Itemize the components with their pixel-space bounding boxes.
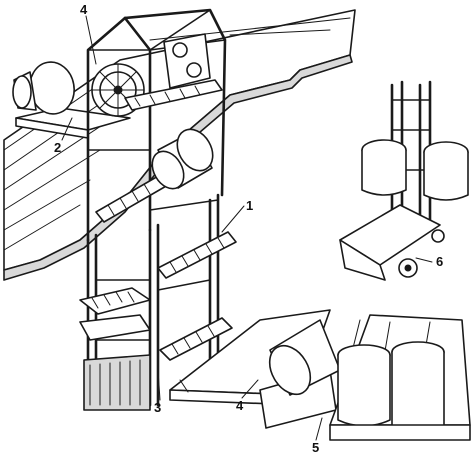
callout-1: 1 — [246, 198, 253, 213]
callout-6: 6 — [436, 254, 443, 269]
elevator-pit — [83, 354, 151, 411]
lower-barrel — [259, 319, 341, 429]
lift-shelves — [79, 79, 237, 361]
upper-barrel — [12, 61, 75, 115]
callout-4-top: 4 — [80, 2, 88, 17]
forklift — [339, 80, 469, 281]
callout-2: 2 — [54, 140, 61, 155]
pallet-with-barrels — [329, 314, 471, 441]
callout-leaders — [61, 15, 433, 441]
callout-3: 3 — [154, 400, 161, 415]
lift-barrel — [151, 128, 214, 190]
callout-5: 5 — [312, 440, 319, 455]
callout-4-bottom: 4 — [236, 398, 244, 413]
